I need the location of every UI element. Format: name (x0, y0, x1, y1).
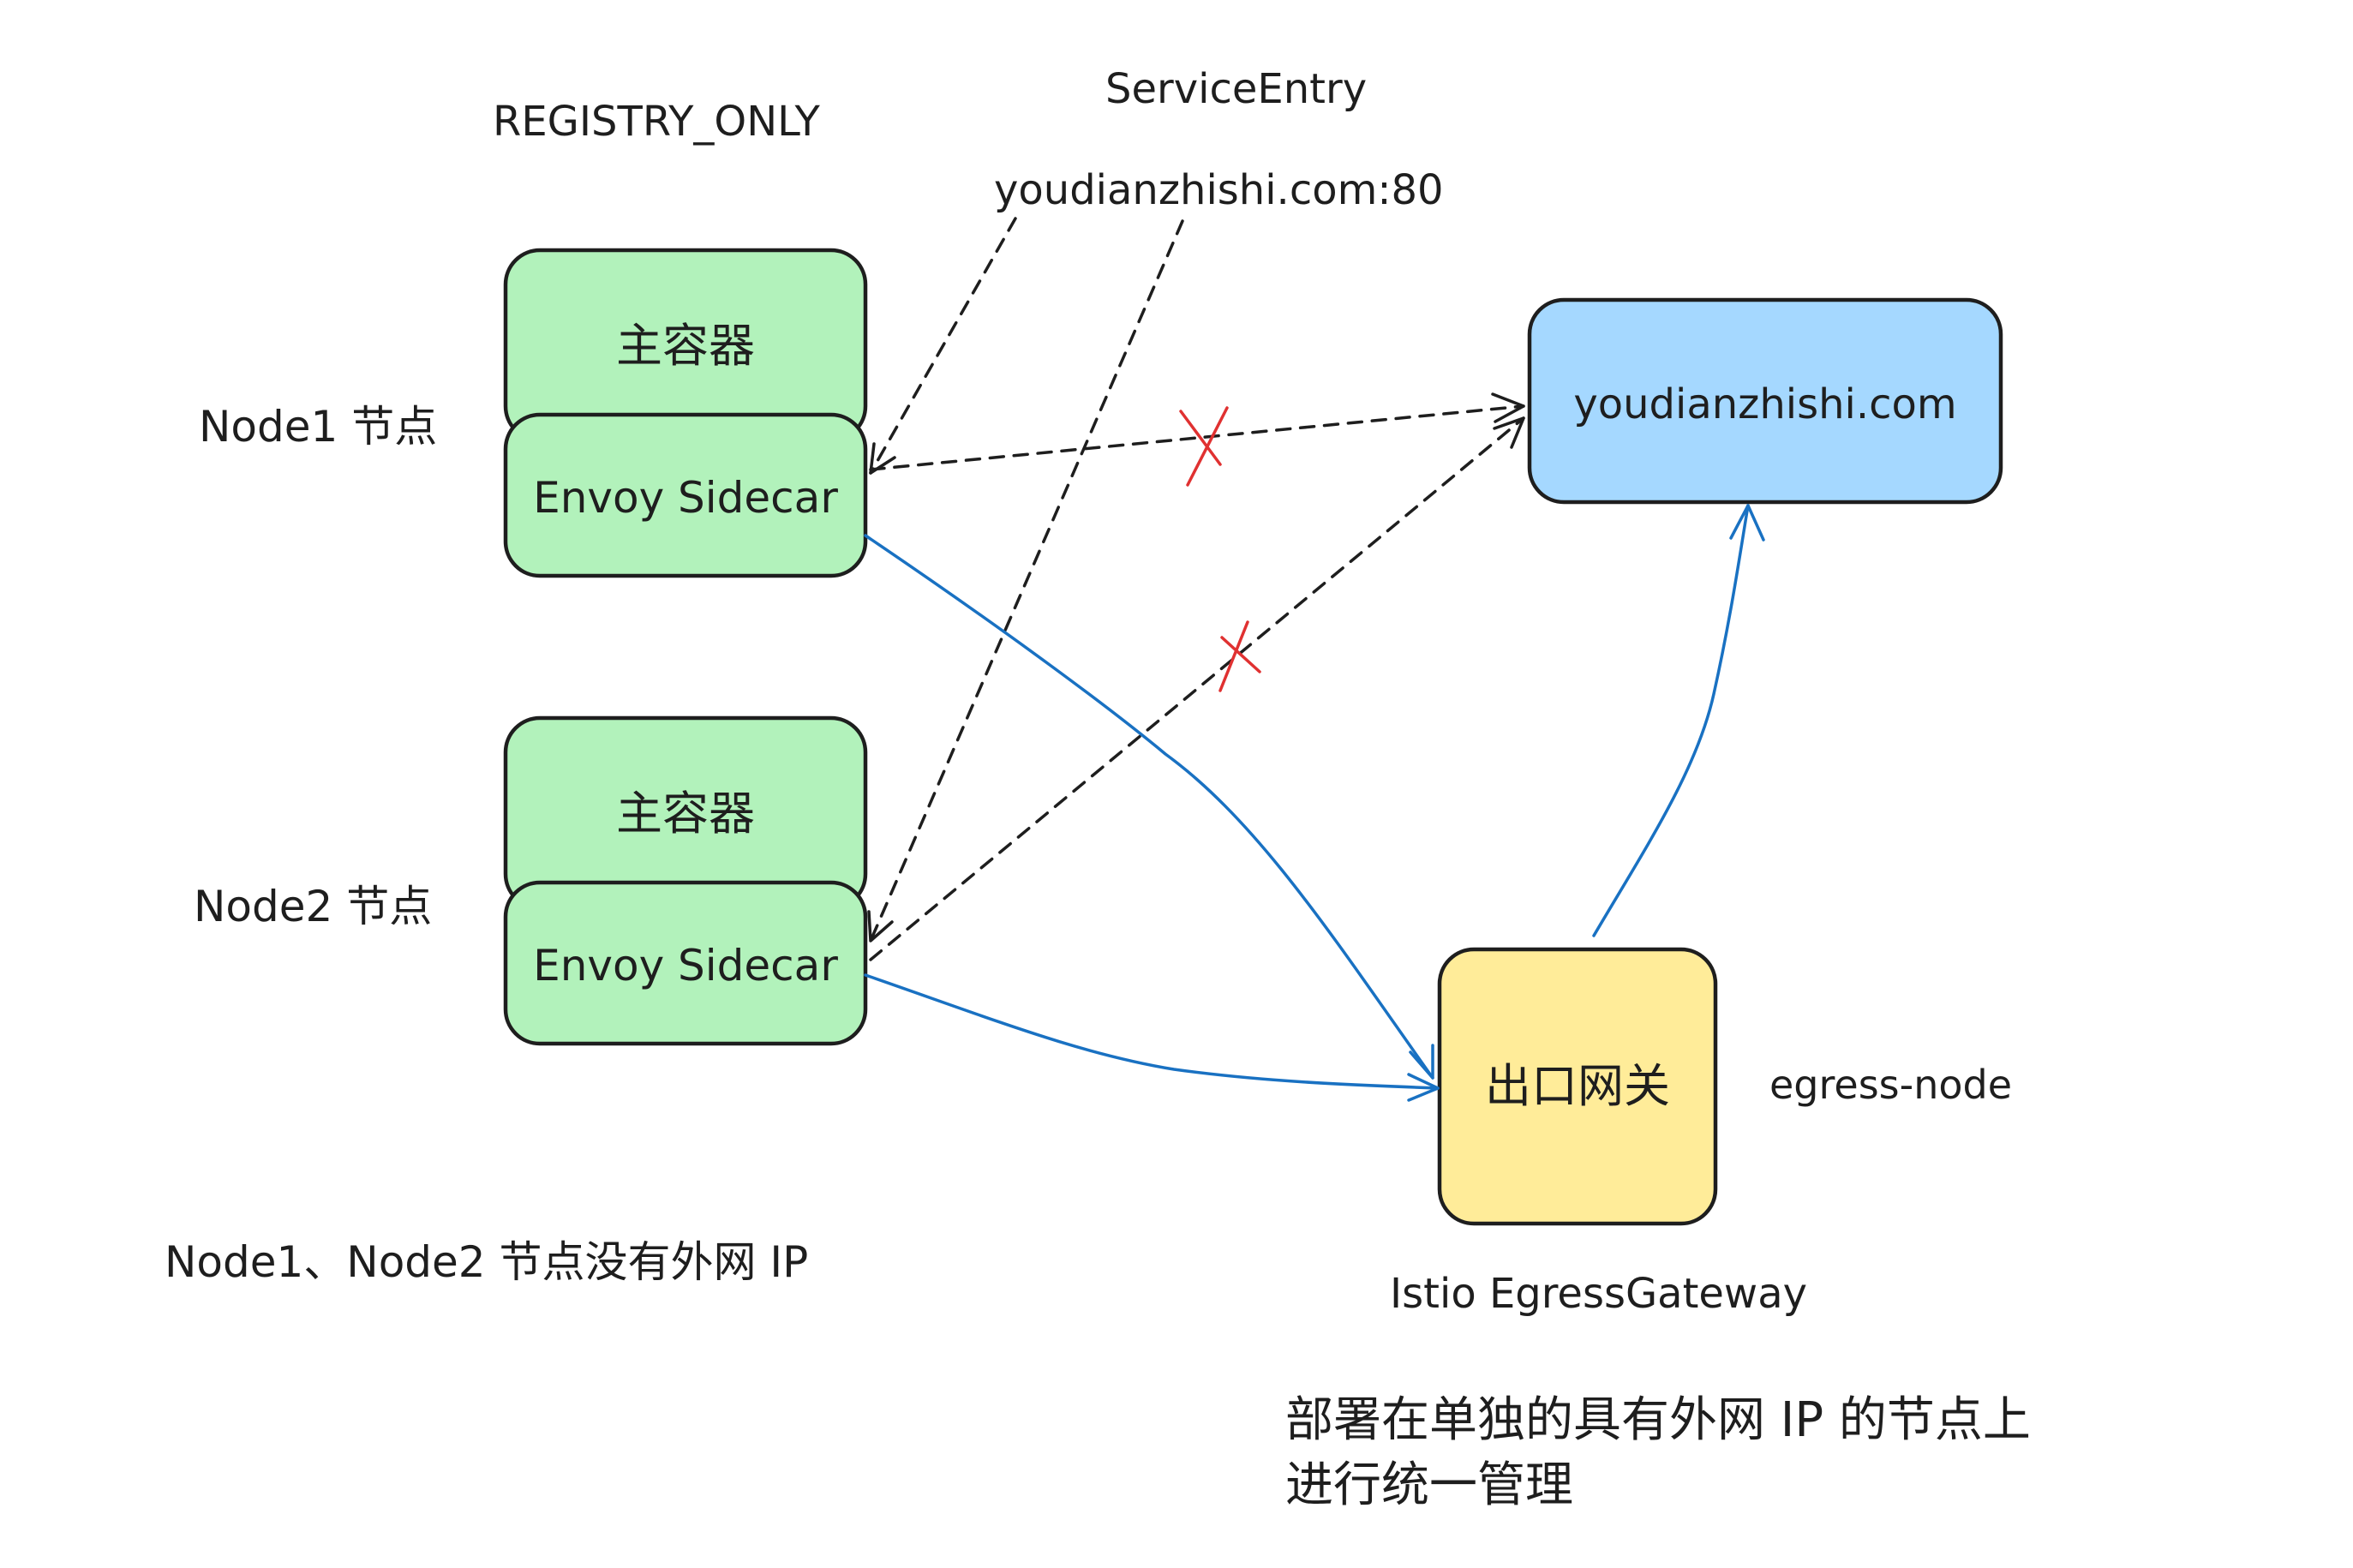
service-entry-host-label: youdianzhishi.com:80 (994, 166, 1444, 214)
istio-egress-gateway-label: Istio EgressGateway (1390, 1270, 1807, 1318)
blocked-arrow-node1-head (1491, 392, 1525, 423)
blocked-cross-2 (1218, 620, 1261, 692)
egress-to-external-arrow (1592, 504, 1750, 937)
egress-to-external-arrow-head (1729, 504, 1765, 542)
egress-gateway-label: 出口网关 (1485, 1059, 1670, 1113)
egress-gateway-box[interactable] (1437, 947, 1718, 1226)
egress-node-label: egress-node (1769, 1062, 2012, 1108)
blocked-arrow-node2 (869, 416, 1525, 961)
blocked-cross-1 (1179, 406, 1229, 487)
no-external-ip-label: Node1、Node2 节点没有外网 IP (165, 1237, 808, 1287)
envoy-sidecar-1-label: Envoy Sidecar (533, 473, 838, 523)
external-service-box[interactable] (1527, 297, 2003, 505)
main-container-2-label: 主容器 (616, 787, 755, 841)
service-entry-arrow-2-head (867, 910, 894, 943)
node2-label: Node2 节点 (194, 882, 432, 931)
deploy-note-line2: 进行统一管理 (1285, 1457, 1573, 1513)
deploy-note-line1: 部署在单独的具有外网 IP 的节点上 (1285, 1392, 2031, 1448)
node1-label: Node1 节点 (199, 402, 437, 452)
blocked-arrow-node2-head (1493, 416, 1525, 449)
blocked-arrow-node1 (869, 404, 1525, 471)
node2-to-egress-arrow-head (1407, 1073, 1440, 1102)
envoy-sidecar-2-label: Envoy Sidecar (533, 941, 838, 990)
envoy-sidecar-2-box[interactable] (503, 880, 868, 1046)
node2-to-egress-arrow (864, 973, 1440, 1090)
service-entry-arrow-2 (869, 219, 1184, 943)
registry-only-label: REGISTRY_ONLY (493, 98, 820, 146)
node1-to-egress-arrow-head (1409, 1044, 1434, 1080)
main-container-1-label: 主容器 (616, 319, 755, 373)
external-service-label: youdianzhishi.com (1573, 380, 1956, 428)
node1-to-egress-arrow (864, 534, 1434, 1080)
service-entry-arrow-1-head (869, 442, 896, 475)
service-entry-label: ServiceEntry (1105, 65, 1367, 113)
service-entry-arrow-1 (869, 217, 1017, 475)
envoy-sidecar-1-box[interactable] (503, 412, 868, 578)
